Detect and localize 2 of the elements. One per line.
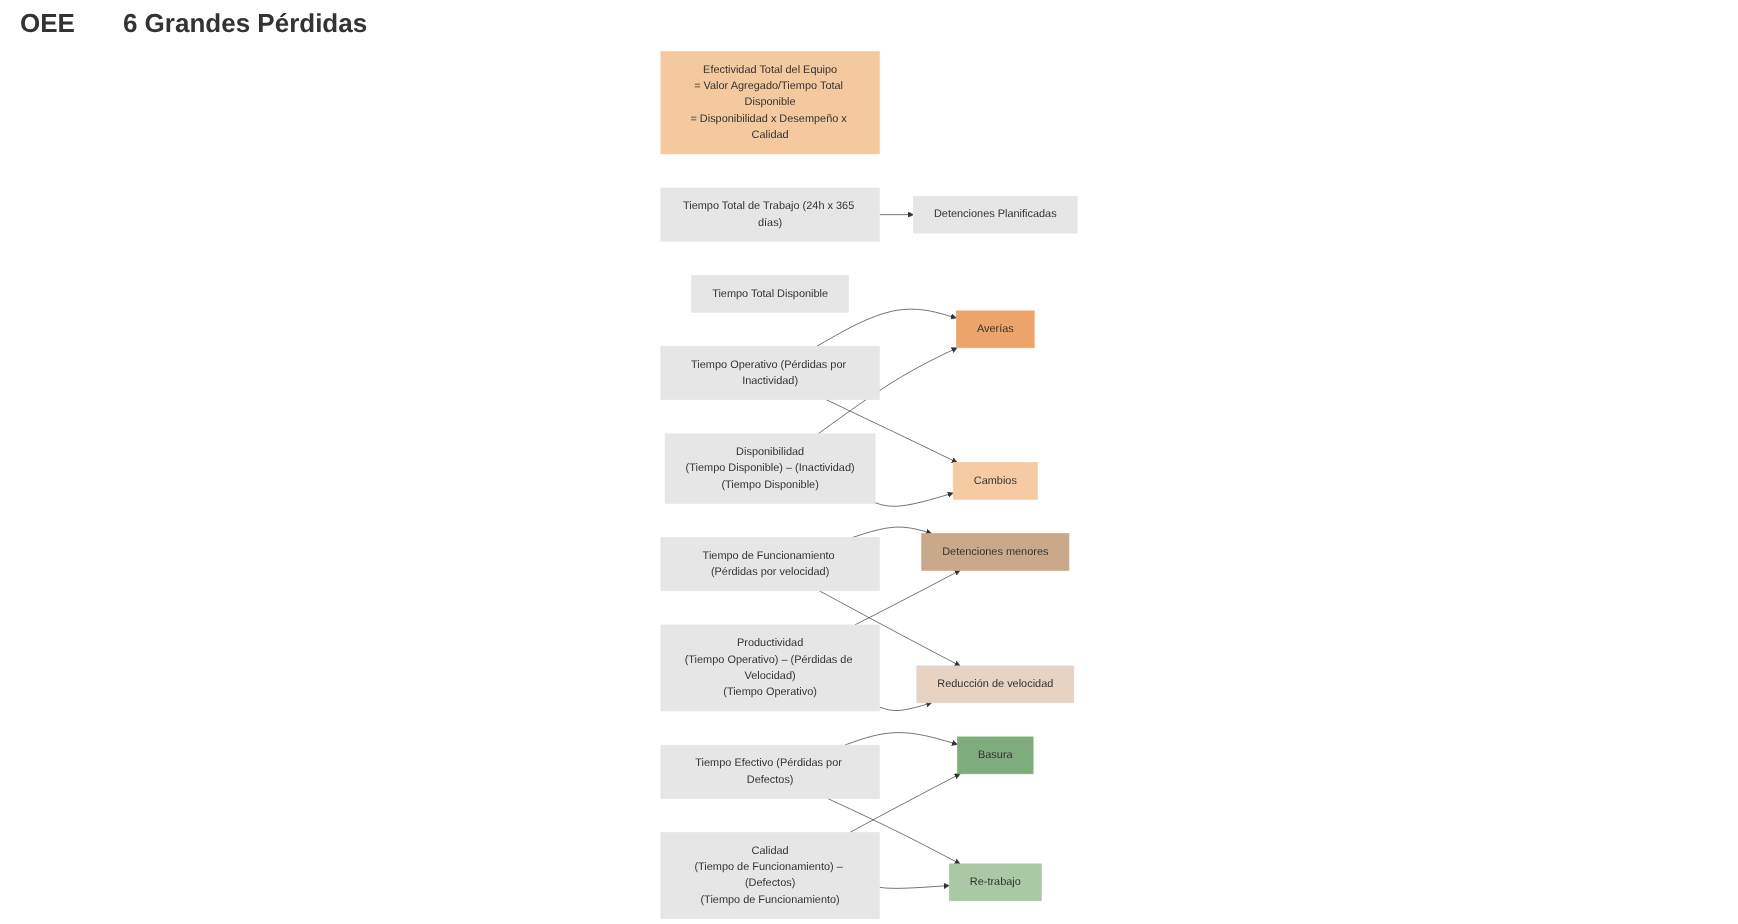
diagram-label: OEE	[20, 8, 75, 38]
diagram-label: 6 Grandes Pérdidas	[122, 8, 368, 38]
